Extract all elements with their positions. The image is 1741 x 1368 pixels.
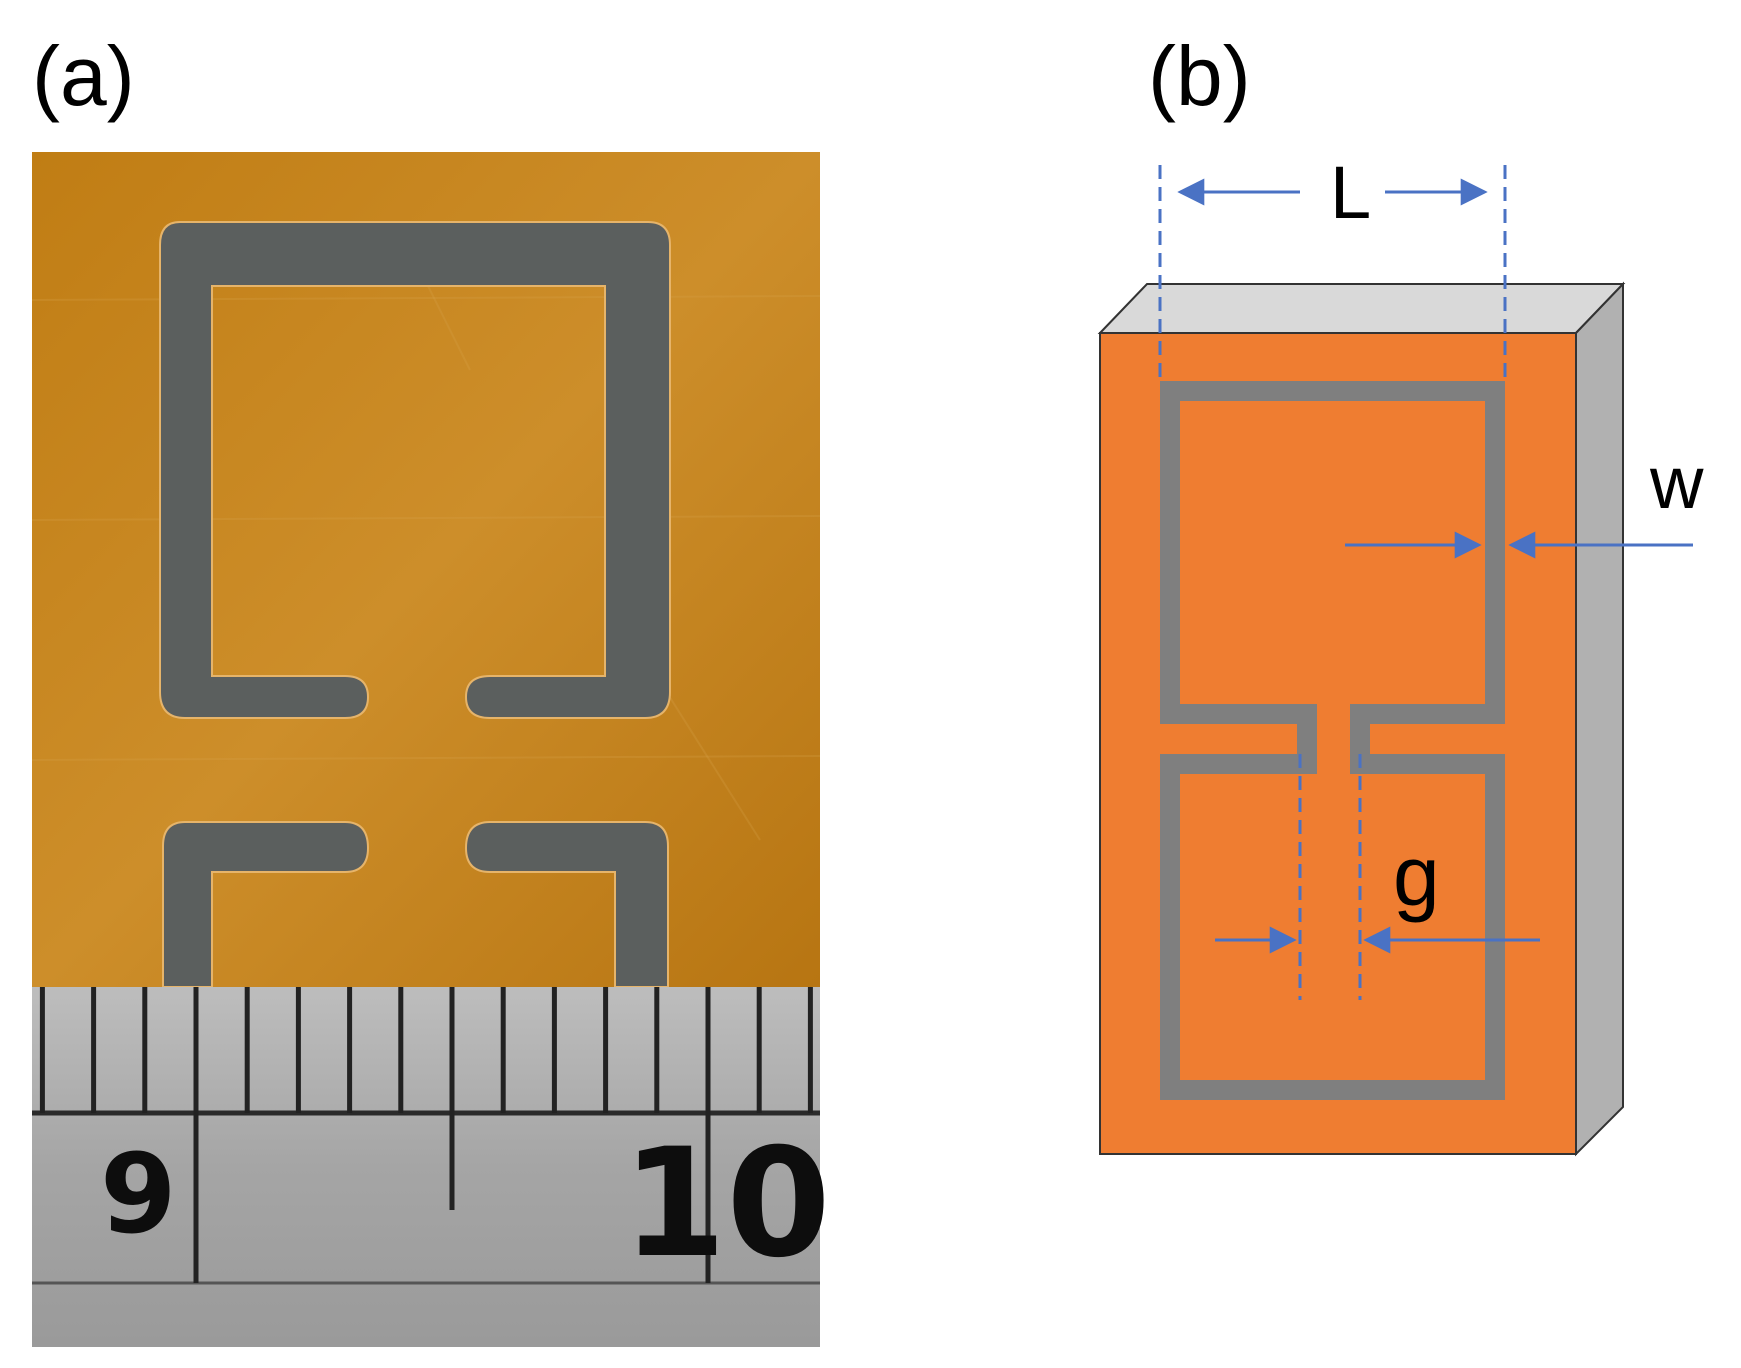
dimension-label-g: g <box>1393 829 1440 923</box>
pcb-photo: 9 10 <box>31 152 831 1347</box>
ruler-body <box>32 987 820 1347</box>
panel-a: (a) <box>31 29 831 1347</box>
dimension-annotations <box>1158 165 1693 1000</box>
dimension-label-L: L <box>1330 151 1371 234</box>
ruler-ticks <box>39 987 813 1113</box>
board-top-face <box>1097 283 1626 334</box>
panel-b-label: (b) <box>1148 29 1251 123</box>
board-side-face <box>1575 281 1624 1157</box>
etched-resonator-upper <box>159 221 671 719</box>
dimension-label-w: w <box>1649 441 1704 524</box>
etched-resonator-lower <box>162 821 669 988</box>
ruler-number-9: 9 <box>100 1130 177 1258</box>
steel-ruler: 9 10 <box>32 987 831 1347</box>
panel-b: (b) <box>1097 29 1704 1157</box>
ruler-number-10: 10 <box>622 1117 831 1291</box>
panel-a-label: (a) <box>32 29 135 123</box>
resonator-traces <box>1160 381 1505 1100</box>
